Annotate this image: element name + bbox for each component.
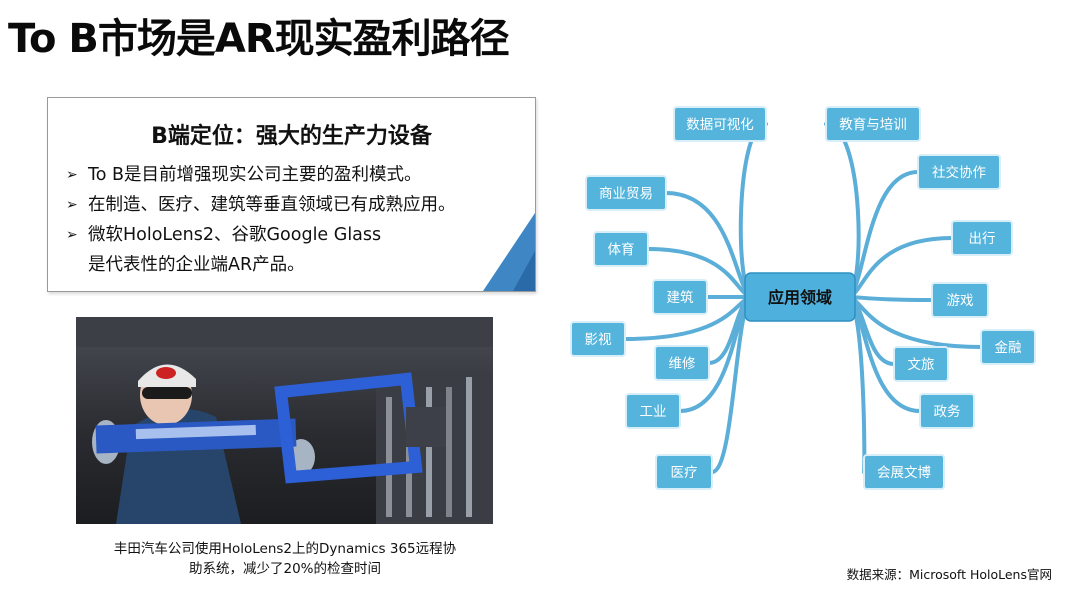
mindmap-node-box xyxy=(585,175,667,211)
corner-decoration-dark xyxy=(513,251,535,291)
mindmap-node: 游戏 xyxy=(931,282,989,318)
mindmap-node-box xyxy=(917,154,1001,190)
hololens-photo xyxy=(76,317,493,524)
mindmap-node-label: 出行 xyxy=(969,231,996,247)
mindmap-node: 商业贸易 xyxy=(585,175,667,211)
photo-caption: 丰田汽车公司使用HoloLens2上的Dynamics 365远程协 助系统，减… xyxy=(60,539,510,579)
mindmap-node: 建筑 xyxy=(652,279,708,315)
mindmap-node-box xyxy=(931,282,989,318)
mindmap-node-box xyxy=(593,231,649,267)
arrow-bullet-icon: ➢ xyxy=(66,227,78,243)
mindmap-node-label: 游戏 xyxy=(947,293,974,309)
mindmap-node-label: 政务 xyxy=(934,404,961,420)
mindmap-node-label: 体育 xyxy=(608,242,635,258)
caption-line-1: 丰田汽车公司使用HoloLens2上的Dynamics 365远程协 xyxy=(113,541,457,557)
mindmap-connector xyxy=(738,122,768,299)
mindmap-node-box xyxy=(655,454,713,490)
mindmap-node-box xyxy=(654,345,710,381)
mindmap-node: 体育 xyxy=(593,231,649,267)
mindmap-node-box xyxy=(951,220,1013,256)
mindmap-node: 金融 xyxy=(980,329,1036,365)
mindmap-node: 政务 xyxy=(919,393,975,429)
mindmap-node: 文旅 xyxy=(893,346,949,382)
mindmap-node: 医疗 xyxy=(655,454,713,490)
arrow-bullet-icon: ➢ xyxy=(66,167,78,183)
bullet-text: 在制造、医疗、建筑等垂直领域已有成熟应用。 xyxy=(88,195,456,215)
mindmap-node: 维修 xyxy=(654,345,710,381)
mindmap-node-box xyxy=(893,346,949,382)
mindmap-node: 教育与培训 xyxy=(825,106,921,142)
arrow-bullet-icon: ➢ xyxy=(66,197,78,213)
mindmap-node-box xyxy=(919,393,975,429)
mindmap-connector xyxy=(845,295,934,302)
mindmap-node: 工业 xyxy=(625,393,681,429)
mindmap-node-label: 工业 xyxy=(640,404,667,420)
slide-title: To B市场是AR现实盈利路径 xyxy=(8,16,510,62)
mindmap-node: 会展文博 xyxy=(863,454,945,490)
caption-line-2: 助系统，减少了20%的检查时间 xyxy=(188,561,381,577)
bullet-text: To B是目前增强现实公司主要的盈利模式。 xyxy=(88,165,422,185)
positioning-box: B端定位：强大的生产力设备 ➢ To B是目前增强现实公司主要的盈利模式。 ➢ … xyxy=(47,97,536,292)
mindmap-node: 社交协作 xyxy=(917,154,1001,190)
mindmap-center-label: 应用领域 xyxy=(768,288,832,307)
mindmap-node-box xyxy=(625,393,681,429)
source-note: 数据来源：Microsoft HoloLens官网 xyxy=(846,567,1052,582)
bullet-text: 微软HoloLens2、谷歌Google Glass xyxy=(88,225,382,245)
mindmap-node: 出行 xyxy=(951,220,1013,256)
mindmap-node: 影视 xyxy=(570,321,626,357)
mindmap-node-label: 数据可视化 xyxy=(686,117,754,133)
mindmap-node-label: 影视 xyxy=(585,332,613,348)
mindmap-node-box xyxy=(980,329,1036,365)
bullet-item: ➢ 微软HoloLens2、谷歌Google Glass 是代表性的企业端AR产… xyxy=(66,220,506,280)
bullet-item: ➢ To B是目前增强现实公司主要的盈利模式。 xyxy=(66,160,506,190)
mindmap-connector xyxy=(824,122,861,299)
mindmap-node-box xyxy=(673,106,767,142)
mindmap-node: 数据可视化 xyxy=(673,106,767,142)
bullet-text: 是代表性的企业端AR产品。 xyxy=(88,255,305,275)
mindmap-node-box xyxy=(825,106,921,142)
mindmap-node-label: 文旅 xyxy=(908,357,935,373)
mindmap-node-label: 商业贸易 xyxy=(599,186,653,202)
mindmap-node-label: 金融 xyxy=(995,340,1023,356)
mindmap-node-label: 建筑 xyxy=(667,290,695,306)
mindmap-node-label: 教育与培训 xyxy=(839,117,907,133)
mindmap-node-box xyxy=(863,454,945,490)
mindmap-node-label: 维修 xyxy=(669,356,697,372)
mindmap-node-box xyxy=(570,321,626,357)
bullet-item: ➢ 在制造、医疗、建筑等垂直领域已有成熟应用。 xyxy=(66,190,506,220)
mindmap-node-label: 会展文博 xyxy=(877,464,931,481)
mindmap-node-label: 医疗 xyxy=(671,465,698,481)
box-heading: B端定位：强大的生产力设备 xyxy=(151,124,432,149)
mindmap-center-box xyxy=(744,272,856,322)
mindmap-node-box xyxy=(652,279,708,315)
bullet-list: ➢ To B是目前增强现实公司主要的盈利模式。 ➢ 在制造、医疗、建筑等垂直领域… xyxy=(66,160,506,280)
mindmap-node-label: 社交协作 xyxy=(932,164,986,181)
